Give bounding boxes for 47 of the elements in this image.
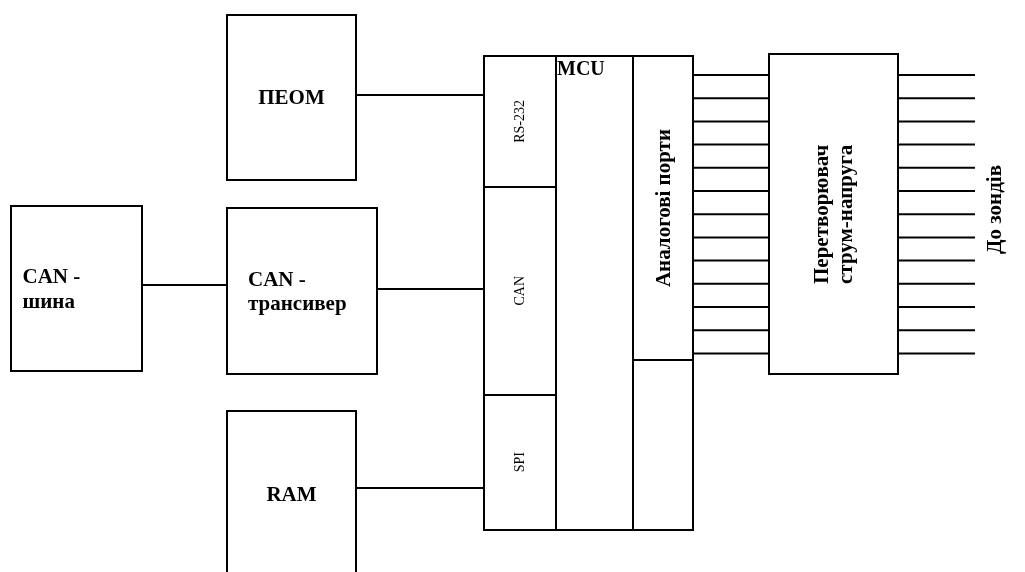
connector-line bbox=[898, 166, 976, 169]
connector-line bbox=[693, 282, 769, 285]
connector-line bbox=[693, 97, 769, 100]
block-box bbox=[226, 14, 357, 181]
connector-line bbox=[898, 329, 976, 332]
connector-line bbox=[356, 94, 484, 96]
block-label: Перетворювач струм-напруга bbox=[809, 143, 858, 286]
connector-line bbox=[693, 120, 769, 123]
connector-line bbox=[693, 259, 769, 262]
connector-line bbox=[693, 352, 769, 355]
interface-label: RS-232 bbox=[512, 100, 528, 143]
output-label: До зондів bbox=[982, 165, 1007, 254]
block-box bbox=[226, 410, 357, 572]
connector-line bbox=[693, 190, 769, 192]
block-label: MCU bbox=[557, 57, 605, 80]
connector-line bbox=[898, 236, 976, 239]
connector-line bbox=[693, 143, 769, 146]
connector-line bbox=[898, 143, 976, 146]
connector-line bbox=[356, 487, 484, 489]
connector-line bbox=[377, 288, 484, 290]
connector-line bbox=[693, 306, 769, 308]
connector-line bbox=[898, 120, 976, 123]
connector-line bbox=[693, 166, 769, 169]
connector-line bbox=[898, 352, 976, 355]
block-label: CAN - трансивер bbox=[248, 266, 348, 316]
interface-label: CAN bbox=[512, 276, 528, 306]
connector-line bbox=[142, 284, 227, 286]
interface-label: SPI bbox=[512, 452, 528, 473]
connector-line bbox=[693, 74, 769, 76]
connector-line bbox=[693, 329, 769, 332]
block-label: RAM bbox=[266, 481, 317, 507]
connector-line bbox=[693, 213, 769, 216]
connector-line bbox=[898, 213, 976, 216]
connector-line bbox=[898, 306, 976, 308]
block-box bbox=[226, 207, 378, 375]
block-label: CAN - шина bbox=[22, 264, 82, 313]
connector-line bbox=[898, 74, 976, 76]
connector-line bbox=[898, 259, 976, 262]
connector-line bbox=[898, 282, 976, 285]
block-box bbox=[10, 205, 143, 372]
converter-box bbox=[768, 53, 899, 375]
connector-line bbox=[693, 236, 769, 239]
block-label: ПЕОМ bbox=[258, 85, 325, 110]
connector-line bbox=[898, 190, 976, 192]
connector-line bbox=[898, 97, 976, 100]
microcontroller-box bbox=[483, 55, 694, 531]
block-label: Аналогові порти bbox=[650, 128, 676, 288]
